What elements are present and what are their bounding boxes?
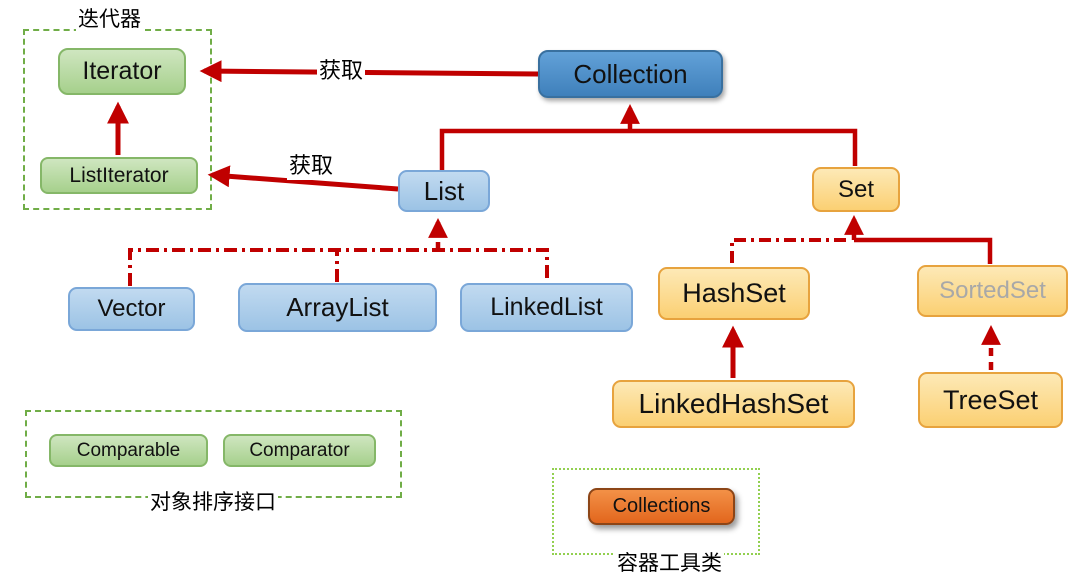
edge-label-get-iterator: 获取: [317, 53, 366, 85]
node-arraylist: ArrayList: [238, 283, 437, 332]
node-sortedset: SortedSet: [917, 265, 1068, 317]
node-linkedlist: LinkedList: [460, 283, 633, 332]
edge-collection-get-iterator: [199, 60, 539, 83]
edge-list-get-listiterator: [207, 165, 399, 192]
connector-list-set-branch: [439, 128, 858, 170]
node-set: Set: [812, 167, 900, 212]
node-treeset: TreeSet: [918, 372, 1063, 428]
node-iterator: Iterator: [58, 48, 186, 95]
node-linkedhashset: LinkedHashSet: [612, 380, 855, 428]
node-list: List: [398, 170, 490, 212]
node-vector: Vector: [68, 287, 195, 331]
utility-group-label: 容器工具类: [615, 547, 724, 577]
iterator-group-label: 迭代器: [76, 3, 143, 33]
node-comparator: Comparator: [223, 434, 376, 467]
connector-hashset-dashdot: [730, 238, 846, 266]
node-comparable: Comparable: [49, 434, 208, 467]
connector-sortedset-branch: [854, 237, 993, 264]
sorting-group-label: 对象排序接口: [148, 486, 278, 516]
edge-label-get-listiterator: 获取: [287, 148, 336, 180]
node-listiterator: ListIterator: [40, 157, 198, 194]
node-collection: Collection: [538, 50, 723, 98]
node-hashset: HashSet: [658, 267, 810, 320]
node-collections: Collections: [588, 488, 735, 525]
